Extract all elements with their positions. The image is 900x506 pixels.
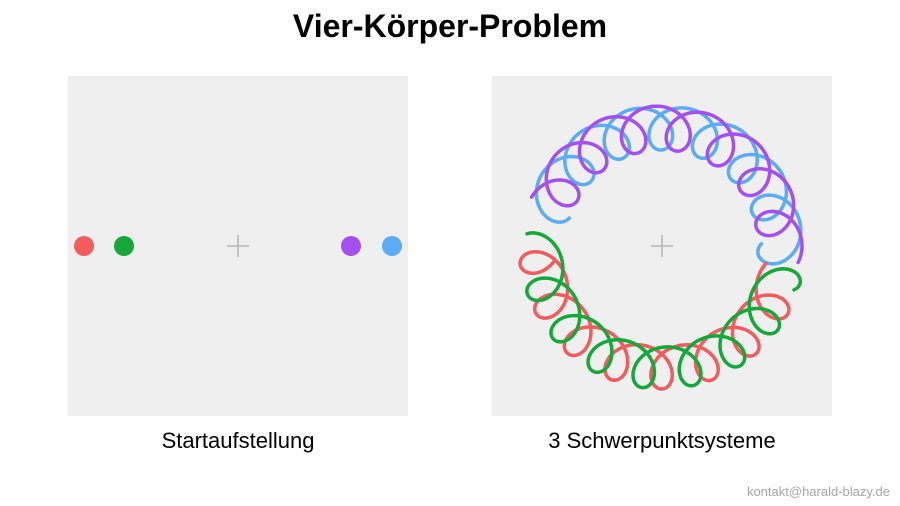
page-title: Vier-Körper-Problem [292, 8, 608, 44]
start-configuration-diagram [74, 235, 402, 257]
purple-body [341, 236, 361, 256]
center-of-mass-systems-panel [492, 76, 832, 416]
green-body [114, 236, 134, 256]
trajectories-diagram [518, 104, 804, 391]
red-body [74, 236, 94, 256]
green-trajectory [525, 231, 803, 390]
contact-email: kontakt@harald-blazy.de [746, 484, 890, 499]
start-configuration-caption: Startaufstellung [161, 428, 315, 453]
center-plus-icon [227, 235, 249, 257]
purple-trajectory [529, 104, 804, 265]
blue-body [382, 236, 402, 256]
center-of-mass-systems-caption: 3 Schwerpunktsysteme [548, 428, 776, 453]
start-configuration-panel [68, 76, 408, 416]
center-plus-icon [651, 235, 673, 257]
